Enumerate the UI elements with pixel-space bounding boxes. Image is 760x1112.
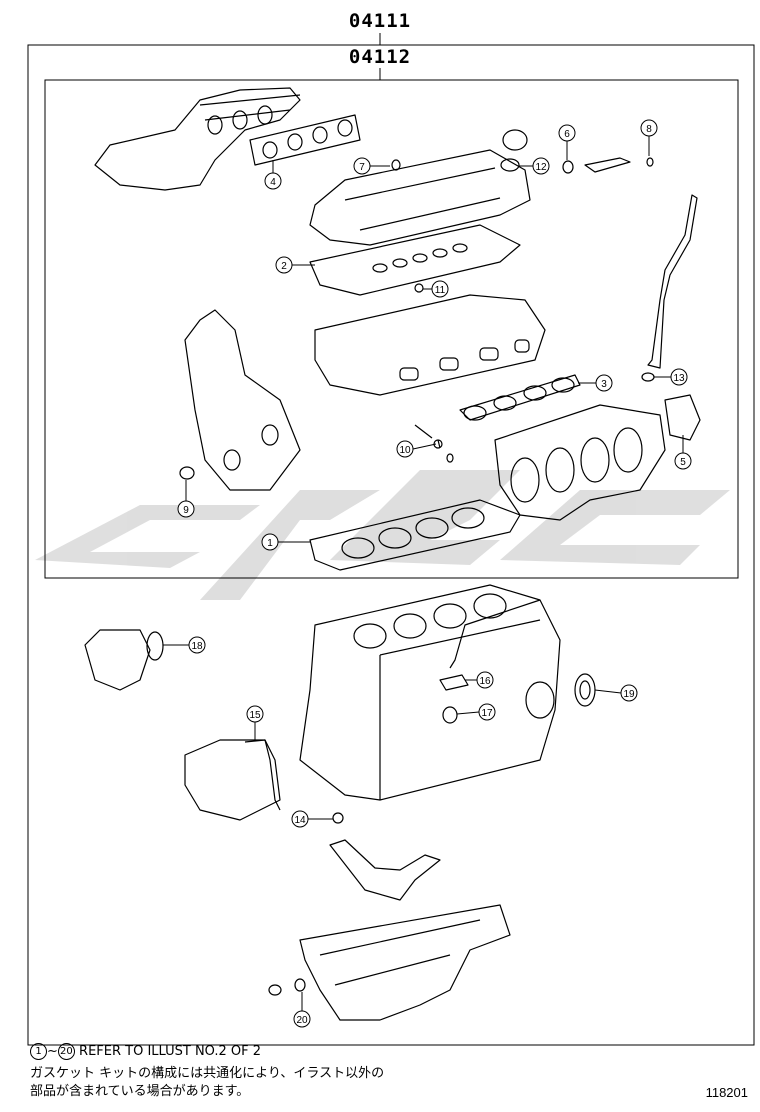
svg-text:15: 15 bbox=[249, 710, 261, 721]
callout-16: 16 bbox=[476, 671, 494, 689]
svg-text:3: 3 bbox=[601, 379, 607, 390]
svg-text:17: 17 bbox=[481, 708, 493, 719]
range-separator: ~ bbox=[47, 1044, 58, 1059]
callout-12: 12 bbox=[532, 157, 550, 175]
watermark-logo bbox=[35, 470, 730, 600]
svg-text:16: 16 bbox=[479, 676, 491, 687]
callouts: 1 2 3 4 5 6 7 8 9 10 11 12 13 14 15 16 1… bbox=[177, 119, 692, 1028]
outer-kit-code: 04111 bbox=[348, 10, 412, 32]
kit-brackets bbox=[27, 33, 755, 1046]
svg-text:10: 10 bbox=[399, 445, 411, 456]
callout-20: 20 bbox=[293, 1010, 311, 1028]
svg-text:9: 9 bbox=[183, 505, 189, 516]
callout-2: 2 bbox=[275, 256, 293, 274]
svg-text:8: 8 bbox=[646, 124, 652, 135]
callout-14: 14 bbox=[291, 810, 309, 828]
svg-text:1: 1 bbox=[267, 538, 273, 549]
figure-id: 118201 bbox=[705, 1085, 748, 1100]
outer-kit-frame bbox=[27, 44, 755, 1046]
callout-17: 17 bbox=[478, 703, 496, 721]
svg-text:20: 20 bbox=[296, 1015, 308, 1026]
callout-6: 6 bbox=[558, 124, 576, 142]
svg-text:5: 5 bbox=[680, 457, 686, 468]
svg-text:19: 19 bbox=[623, 689, 635, 700]
callout-3: 3 bbox=[595, 374, 613, 392]
range-start-circle: 1 bbox=[30, 1043, 47, 1060]
inner-kit-code: 04112 bbox=[348, 46, 412, 68]
svg-text:18: 18 bbox=[191, 641, 203, 652]
svg-text:12: 12 bbox=[535, 162, 547, 173]
callout-15: 15 bbox=[246, 705, 264, 723]
svg-text:6: 6 bbox=[564, 129, 570, 140]
range-end-circle: 20 bbox=[57, 1043, 75, 1060]
callout-9: 9 bbox=[177, 500, 195, 518]
callout-8: 8 bbox=[640, 119, 658, 137]
inner-kit-frame bbox=[44, 79, 739, 579]
footnote-line-3: 部品が含まれている場合があります。 bbox=[30, 1084, 250, 1099]
svg-text:4: 4 bbox=[270, 177, 276, 188]
callout-5: 5 bbox=[674, 452, 692, 470]
callout-7: 7 bbox=[353, 157, 371, 175]
footnote-line-2: ガスケット キットの構成には共通化により、イラスト以外の bbox=[30, 1066, 385, 1081]
svg-text:11: 11 bbox=[435, 285, 446, 296]
callout-1: 1 bbox=[261, 533, 279, 551]
callout-10: 10 bbox=[396, 440, 414, 458]
callout-11: 11 bbox=[431, 280, 449, 298]
svg-text:2: 2 bbox=[281, 261, 287, 272]
refer-note: REFER TO ILLUST NO.2 OF 2 bbox=[74, 1044, 262, 1059]
footnote-line-1: 1~20 REFER TO ILLUST NO.2 OF 2 bbox=[30, 1043, 261, 1060]
svg-text:13: 13 bbox=[673, 373, 685, 384]
callout-4: 4 bbox=[264, 172, 282, 190]
callout-13: 13 bbox=[670, 368, 688, 386]
callout-18: 18 bbox=[188, 636, 206, 654]
callout-19: 19 bbox=[620, 684, 638, 702]
parts-line-art bbox=[84, 87, 701, 1021]
leader-lines bbox=[163, 136, 684, 1011]
svg-text:7: 7 bbox=[359, 162, 365, 173]
svg-text:14: 14 bbox=[294, 815, 306, 826]
